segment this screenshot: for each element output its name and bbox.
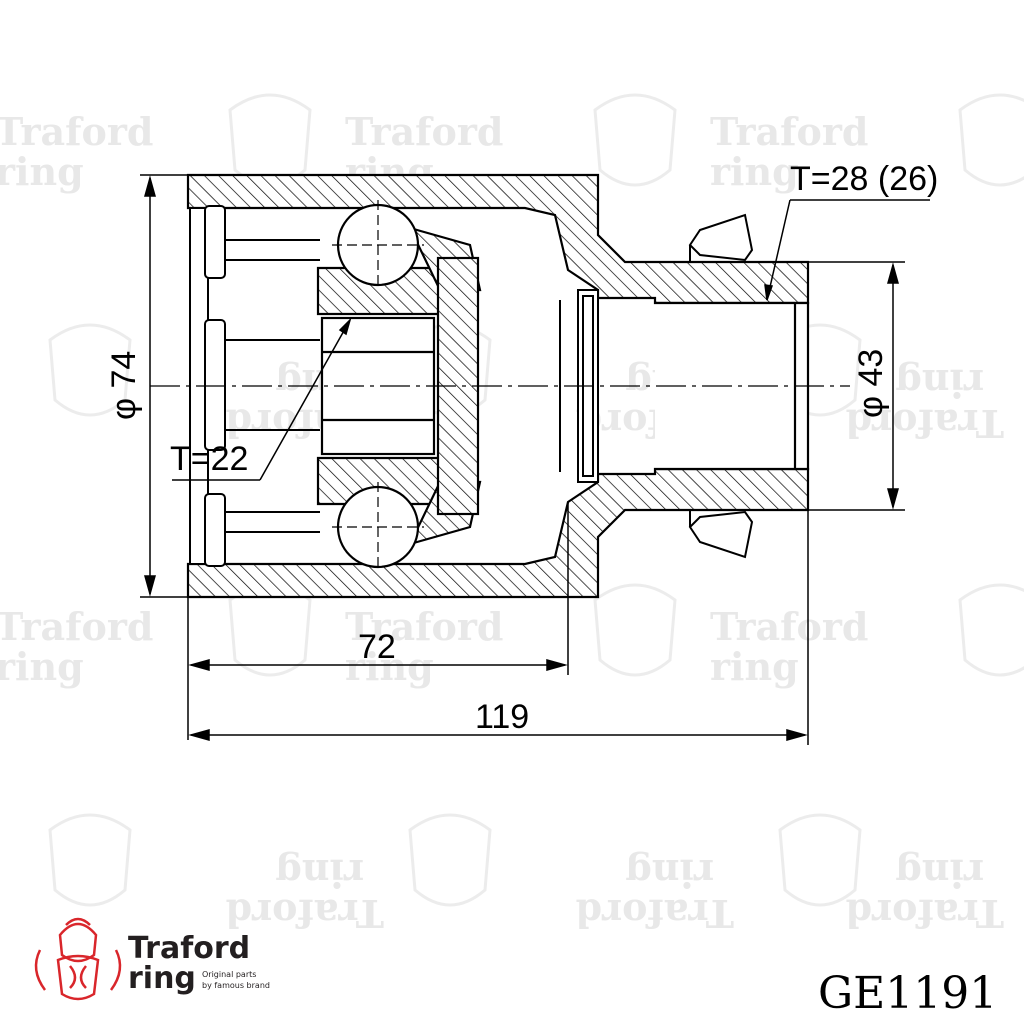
svg-text:Original parts: Original parts xyxy=(202,970,256,979)
svg-text:Traford: Traford xyxy=(710,109,868,154)
svg-text:ring: ring xyxy=(345,644,434,689)
inner-spline-teeth-label: T=22 xyxy=(170,440,248,478)
outer-spline-teeth-label: T=28 (26) xyxy=(790,160,938,198)
leader-inner-spline xyxy=(172,317,352,481)
leader-outer-spline xyxy=(764,199,930,301)
dust-deflector xyxy=(688,213,754,559)
svg-text:Traford: Traford xyxy=(345,109,503,154)
overall-length-label: 119 xyxy=(475,698,529,736)
outer-diameter-label: φ 74 xyxy=(105,351,143,420)
ball-bearings xyxy=(332,200,424,572)
part-code: GE1191 xyxy=(818,968,997,1019)
dim-overall-length xyxy=(188,510,809,745)
shaft-diameter-label: φ 43 xyxy=(852,349,890,418)
dim-inner-length xyxy=(187,502,569,740)
svg-text:Traford: Traford xyxy=(0,109,153,154)
svg-text:Traford: Traford xyxy=(846,401,1004,446)
svg-text:ring: ring xyxy=(895,851,984,896)
watermark-layer: Traford ring Traford ring Traford ring T… xyxy=(0,93,1024,936)
svg-text:ring: ring xyxy=(275,851,364,896)
svg-text:Traford: Traford xyxy=(576,891,734,936)
svg-text:ring: ring xyxy=(0,644,84,689)
svg-text:Traford: Traford xyxy=(0,604,153,649)
watermark-text: Traford ring Traford ring Traford ring T… xyxy=(0,109,1004,936)
svg-text:ring: ring xyxy=(128,961,196,996)
svg-text:ring: ring xyxy=(710,644,799,689)
dim-shaft-diameter xyxy=(808,261,905,511)
svg-text:Traford: Traford xyxy=(128,931,250,966)
svg-text:Traford: Traford xyxy=(226,891,384,936)
svg-text:by famous brand: by famous brand xyxy=(202,981,270,990)
svg-text:Traford: Traford xyxy=(710,604,868,649)
knight-crest-icon xyxy=(34,917,122,1001)
watermark-crest-icon xyxy=(48,93,1024,907)
dim-outer-diameter xyxy=(140,174,188,598)
svg-text:Traford: Traford xyxy=(345,604,503,649)
svg-text:ring: ring xyxy=(895,361,984,406)
svg-text:ring: ring xyxy=(0,149,84,194)
svg-text:Traford: Traford xyxy=(846,891,1004,936)
svg-text:ring: ring xyxy=(710,149,799,194)
inner-length-label: 72 xyxy=(358,628,396,666)
brand-logo: Traford ring Original parts by famous br… xyxy=(34,917,270,1001)
svg-text:ring: ring xyxy=(625,851,714,896)
